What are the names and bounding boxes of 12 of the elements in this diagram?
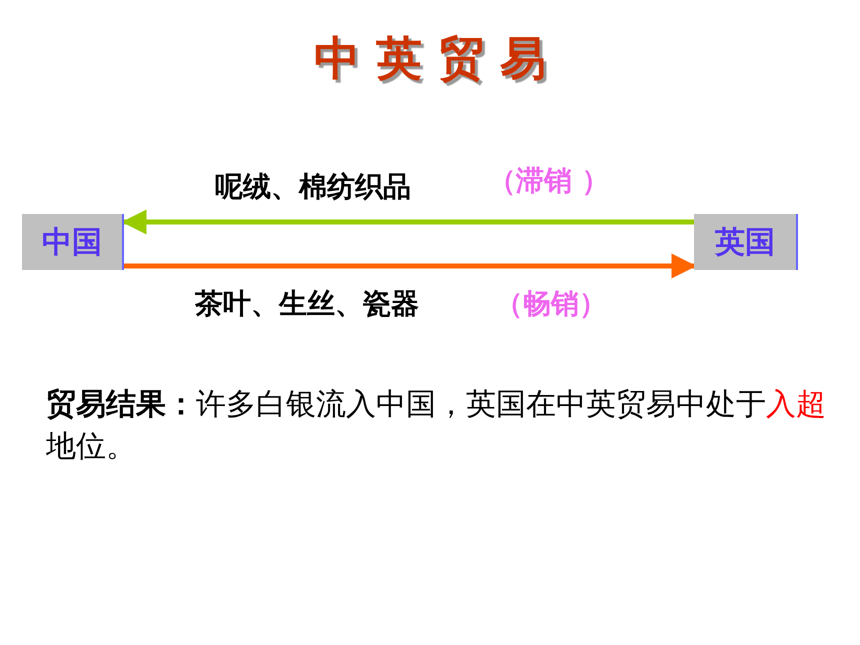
country-box: [694, 214, 798, 270]
result-heading: 贸易结果：: [46, 387, 196, 422]
arrow: [124, 254, 696, 278]
sales-note: （滞销 ）: [488, 163, 610, 199]
country-box: [22, 214, 124, 270]
country-name: 英国: [715, 224, 775, 262]
country-name: 中国: [42, 224, 102, 262]
sales-note: （畅销）: [495, 286, 607, 322]
highlighted-term: 入超: [766, 387, 826, 422]
result-text: 许多白银流入中国，英国在中英贸易中处于: [196, 387, 766, 422]
result-text: 地位。: [46, 429, 136, 464]
title: 中 英 贸 易: [312, 30, 548, 87]
